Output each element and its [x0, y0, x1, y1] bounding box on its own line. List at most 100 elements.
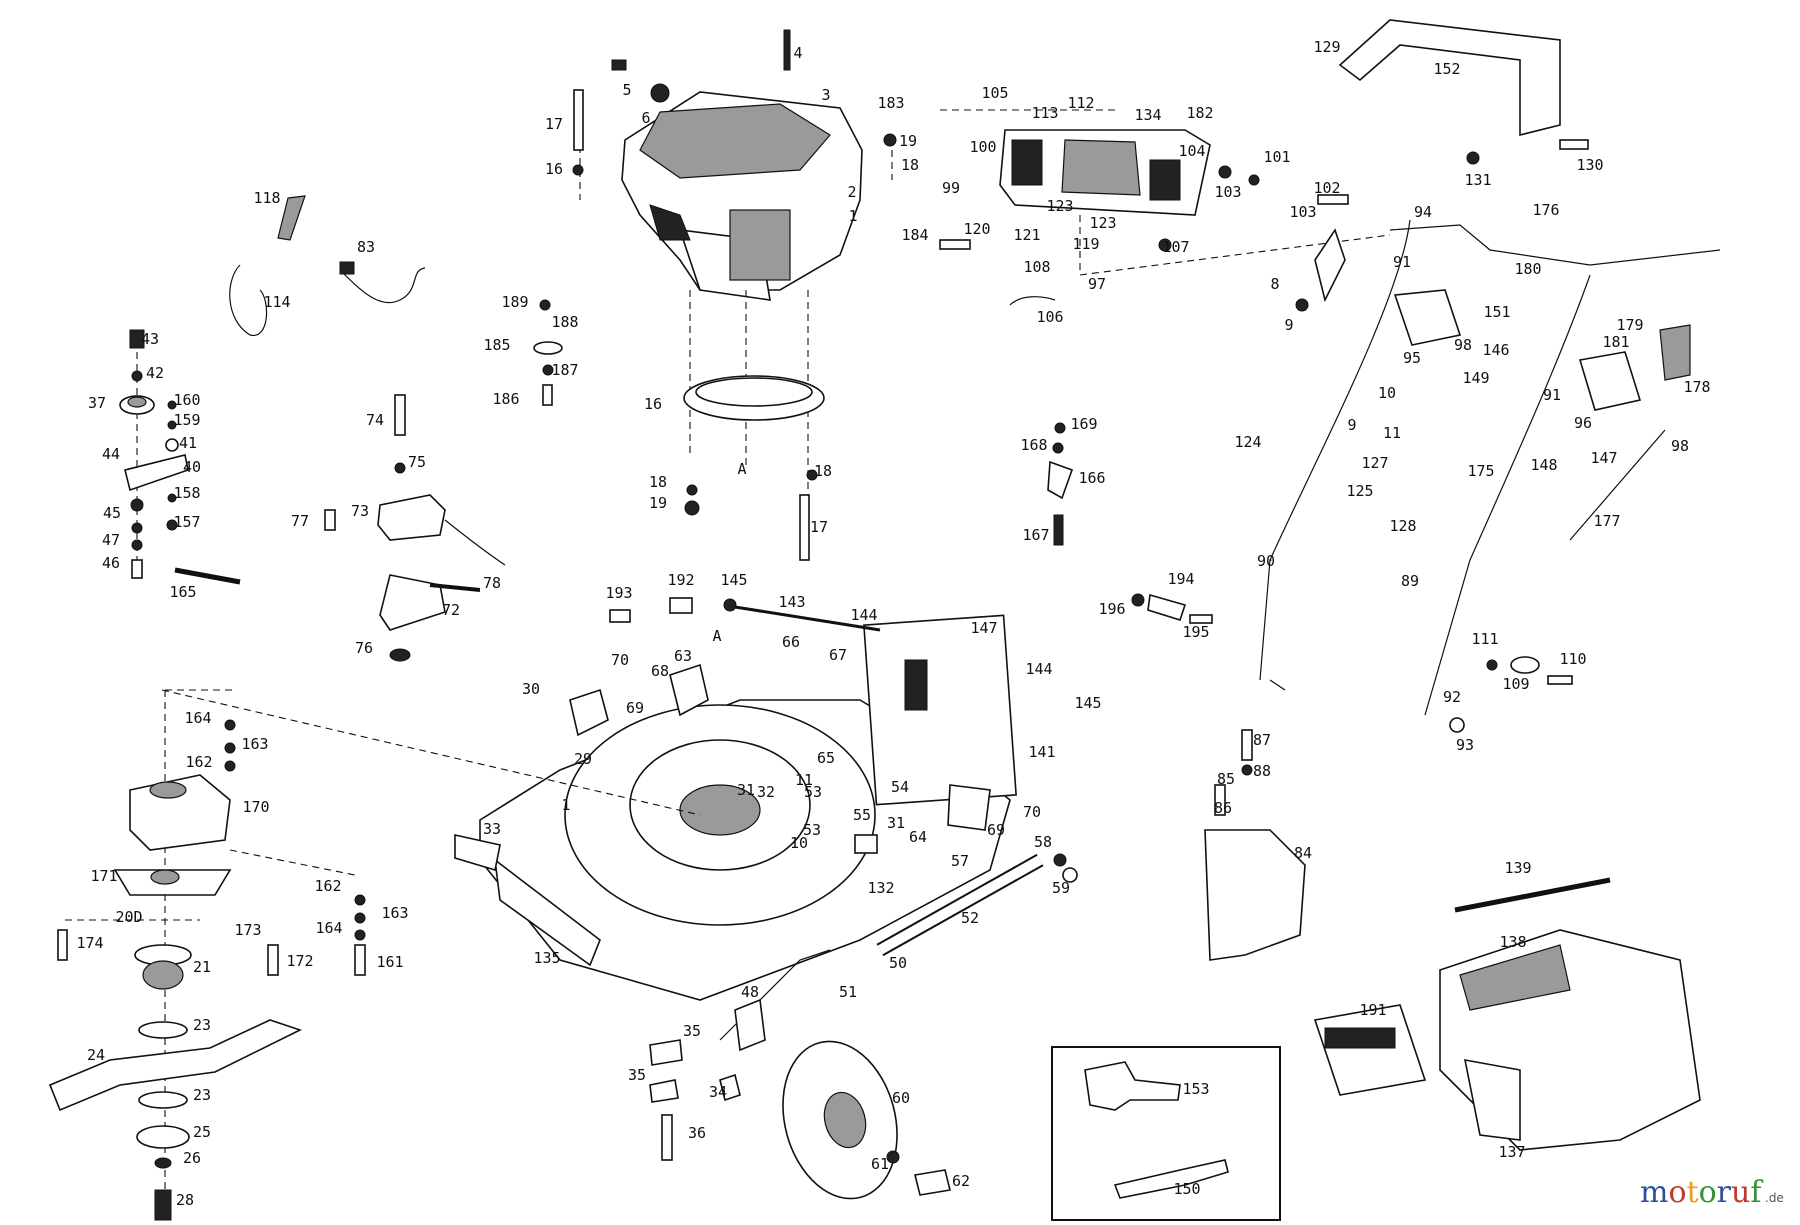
callout-label: A — [712, 627, 721, 645]
callout-label: 188 — [551, 313, 578, 331]
callout-label: 78 — [483, 574, 501, 592]
callout-label: 86 — [1214, 799, 1232, 817]
callout-label: 9 — [1284, 316, 1293, 334]
callout-label: 83 — [357, 238, 375, 256]
watermark-letter: o — [1699, 1175, 1717, 1210]
mower-deck — [161, 597, 1017, 1001]
callout-label: 23 — [193, 1086, 211, 1104]
callout-label: 176 — [1532, 201, 1559, 219]
callout-label: 164 — [184, 709, 211, 727]
callout-label: A — [737, 460, 746, 478]
callout-label: 118 — [253, 189, 280, 207]
left-bearing-stack — [119, 329, 241, 585]
callout-label: 162 — [185, 753, 212, 771]
callout-label: 149 — [1462, 369, 1489, 387]
callout-label: 128 — [1389, 517, 1416, 535]
callout-label: 62 — [952, 1172, 970, 1190]
callout-label: 129 — [1313, 38, 1340, 56]
callout-label: 36 — [688, 1124, 706, 1142]
callout-label: 76 — [355, 639, 373, 657]
callout-label: 100 — [969, 138, 996, 156]
callout-label: 51 — [839, 983, 857, 1001]
callout-label: 34 — [709, 1083, 727, 1101]
watermark-letter: u — [1731, 1175, 1750, 1210]
callout-label: 92 — [1443, 688, 1461, 706]
callout-label: 8 — [1270, 275, 1279, 293]
callout-label: 63 — [674, 647, 692, 665]
callout-label: 104 — [1178, 142, 1205, 160]
callout-label: 184 — [901, 226, 928, 244]
engine-bolts — [572, 89, 897, 561]
callout-label: 43 — [141, 330, 159, 348]
callout-label: 91 — [1543, 386, 1561, 404]
callout-label: 24 — [87, 1046, 105, 1064]
callout-label: 171 — [90, 867, 117, 885]
callout-label: 59 — [1052, 879, 1070, 897]
callout-label: 47 — [102, 531, 120, 549]
callout-label: 189 — [501, 293, 528, 311]
control-panel — [939, 109, 1391, 306]
callout-label: 32 — [757, 783, 775, 801]
callout-label: 99 — [942, 179, 960, 197]
callout-label: 177 — [1593, 512, 1620, 530]
callout-label: 70 — [611, 651, 629, 669]
callout-label: 157 — [173, 513, 200, 531]
callout-label: 163 — [381, 904, 408, 922]
small-parts-185-189 — [533, 299, 563, 406]
callout-label: 87 — [1253, 731, 1271, 749]
callout-label: 73 — [351, 502, 369, 520]
callout-label: 64 — [909, 828, 927, 846]
callout-label: 135 — [533, 949, 560, 967]
callout-label: 130 — [1576, 156, 1603, 174]
callout-label: 194 — [1167, 570, 1194, 588]
callout-label: 105 — [981, 84, 1008, 102]
small-parts-166-169 — [1047, 422, 1573, 733]
callout-label: 168 — [1020, 436, 1047, 454]
engine-assembly — [611, 29, 863, 301]
callout-label: 3 — [821, 86, 830, 104]
callout-label: 70 — [1023, 803, 1041, 821]
callout-label: 45 — [103, 504, 121, 522]
callout-label: 160 — [173, 391, 200, 409]
callout-label: 103 — [1214, 183, 1241, 201]
callout-label: 88 — [1253, 762, 1271, 780]
callout-label: 187 — [551, 361, 578, 379]
callout-label: 18 — [649, 473, 667, 491]
watermark-letter: f — [1750, 1175, 1763, 1210]
callout-label: 2 — [847, 183, 856, 201]
callout-label: 120 — [963, 220, 990, 238]
callout-label: 5 — [622, 81, 631, 99]
callout-label: 16 — [545, 160, 563, 178]
callout-label: 178 — [1683, 378, 1710, 396]
callout-label: 33 — [483, 820, 501, 838]
callout-label: 74 — [366, 411, 384, 429]
engine-ring-part-16 — [683, 375, 825, 421]
callout-label: 11 — [1383, 424, 1401, 442]
callout-label: 23 — [193, 1016, 211, 1034]
callout-label: 69 — [987, 821, 1005, 839]
callout-label: 113 — [1031, 104, 1058, 122]
callout-label: 65 — [817, 749, 835, 767]
callout-label: 52 — [961, 909, 979, 927]
callout-label: 183 — [877, 94, 904, 112]
callout-label: 10 — [790, 834, 808, 852]
callout-label: 72 — [442, 601, 460, 619]
callout-label: 152 — [1433, 60, 1460, 78]
callout-label: 9 — [1347, 416, 1356, 434]
callout-label: 6 — [641, 109, 650, 127]
callout-label: 54 — [891, 778, 909, 796]
callout-label: 169 — [1070, 415, 1097, 433]
callout-label: 145 — [1074, 694, 1101, 712]
callout-label: 50 — [889, 954, 907, 972]
callout-label: 161 — [376, 953, 403, 971]
callout-label: 26 — [183, 1149, 201, 1167]
watermark-letter: o — [1668, 1175, 1686, 1210]
callout-label: 91 — [1393, 253, 1411, 271]
callout-label: 66 — [782, 633, 800, 651]
callout-label: 158 — [173, 484, 200, 502]
callout-label: 101 — [1263, 148, 1290, 166]
callout-label: 174 — [76, 934, 103, 952]
callout-label: 110 — [1559, 650, 1586, 668]
callout-label: 186 — [492, 390, 519, 408]
callout-label: 179 — [1616, 316, 1643, 334]
